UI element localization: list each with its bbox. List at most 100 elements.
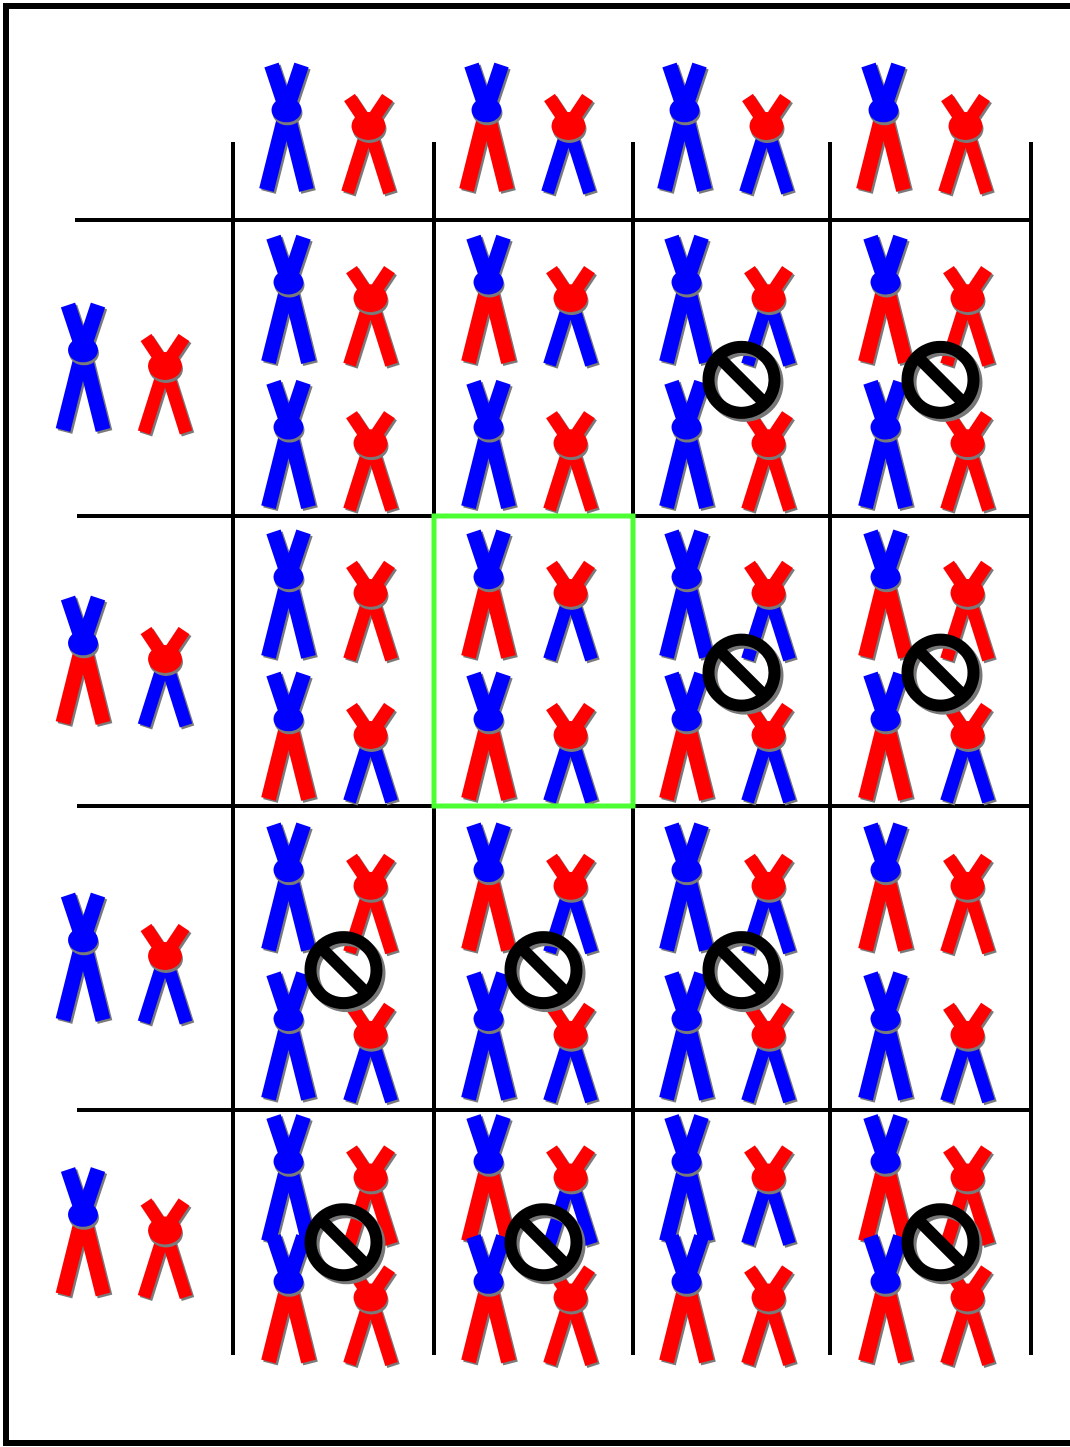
large-chromosome [269, 825, 311, 952]
small-chromosome [550, 564, 594, 661]
small-chromosome [947, 415, 991, 512]
cell-row-gamete [469, 674, 594, 804]
large-chromosome [469, 382, 511, 509]
cell [667, 532, 792, 804]
small-chromosome [144, 1202, 188, 1299]
large-chromosome [866, 532, 908, 659]
cell [469, 237, 594, 512]
row-header-pair [63, 895, 188, 1025]
large-chromosome [63, 895, 105, 1022]
large-chromosome [63, 305, 105, 432]
large-chromosome [63, 598, 105, 725]
cell [866, 1116, 991, 1366]
small-chromosome [947, 857, 991, 954]
small-chromosome [550, 270, 594, 367]
column-header-pair [267, 65, 392, 195]
small-chromosome [350, 564, 394, 661]
large-chromosome [866, 237, 908, 364]
large-chromosome [269, 532, 311, 659]
large-chromosome [267, 65, 309, 192]
small-chromosome [144, 631, 188, 728]
large-chromosome [269, 1116, 311, 1243]
large-chromosome [866, 674, 908, 801]
large-chromosome [866, 1116, 908, 1243]
cell-row-gamete [667, 1237, 792, 1367]
large-chromosome [269, 1237, 311, 1364]
large-chromosome [269, 382, 311, 509]
small-chromosome [350, 270, 394, 367]
no-entry-icon [709, 640, 778, 709]
cell [667, 237, 792, 512]
large-chromosome [269, 237, 311, 364]
cell-column-gamete [667, 1116, 792, 1246]
column-headers [267, 65, 989, 195]
cell [269, 825, 394, 1103]
small-chromosome [748, 1149, 792, 1246]
cell [269, 1116, 394, 1366]
large-chromosome [469, 1116, 511, 1243]
large-chromosome [63, 1170, 105, 1297]
row-header-pair [63, 598, 188, 728]
cell [469, 825, 594, 1103]
large-chromosome [269, 974, 311, 1101]
no-entry-icon [511, 1209, 580, 1278]
small-chromosome [945, 98, 989, 195]
small-chromosome [550, 415, 594, 512]
large-chromosome [665, 65, 707, 192]
small-chromosome [947, 1006, 991, 1103]
large-chromosome [866, 1237, 908, 1364]
cell-column-gamete [469, 237, 594, 367]
cell-column-gamete [469, 532, 594, 662]
no-entry-icon [908, 347, 977, 416]
small-chromosome [144, 928, 188, 1025]
small-chromosome [746, 98, 790, 195]
cells [269, 237, 991, 1366]
no-entry-icon [311, 1209, 380, 1278]
large-chromosome [467, 65, 509, 192]
large-chromosome [667, 532, 709, 659]
cell [269, 237, 394, 512]
row-header-pair [63, 305, 188, 435]
large-chromosome [469, 674, 511, 801]
large-chromosome [864, 65, 906, 192]
cell-row-gamete [269, 382, 394, 512]
small-chromosome [350, 707, 394, 804]
small-chromosome [550, 707, 594, 804]
large-chromosome [667, 1237, 709, 1364]
cell-column-gamete [269, 237, 394, 367]
column-header-pair [665, 65, 790, 195]
row-headers [63, 305, 188, 1299]
small-chromosome [350, 1006, 394, 1103]
large-chromosome [866, 382, 908, 509]
small-chromosome [748, 1269, 792, 1366]
no-entry-icon [709, 347, 778, 416]
large-chromosome [469, 237, 511, 364]
large-chromosome [667, 825, 709, 952]
cell [866, 532, 991, 804]
large-chromosome [469, 1237, 511, 1364]
cell [667, 1116, 792, 1366]
cell [866, 825, 991, 1103]
cell [469, 532, 594, 804]
cell-row-gamete [866, 974, 991, 1104]
large-chromosome [866, 974, 908, 1101]
small-chromosome [350, 1269, 394, 1366]
cell-column-gamete [866, 825, 991, 955]
large-chromosome [469, 532, 511, 659]
small-chromosome [947, 1269, 991, 1366]
small-chromosome [350, 415, 394, 512]
large-chromosome [469, 974, 511, 1101]
column-header-pair [467, 65, 592, 195]
cell-row-gamete [269, 674, 394, 804]
small-chromosome [947, 707, 991, 804]
small-chromosome [748, 707, 792, 804]
cell [667, 825, 792, 1103]
small-chromosome [550, 1269, 594, 1366]
no-entry-icon [908, 1209, 977, 1278]
cell [269, 532, 394, 804]
large-chromosome [667, 974, 709, 1101]
large-chromosome [667, 1116, 709, 1243]
no-entry-icon [908, 640, 977, 709]
